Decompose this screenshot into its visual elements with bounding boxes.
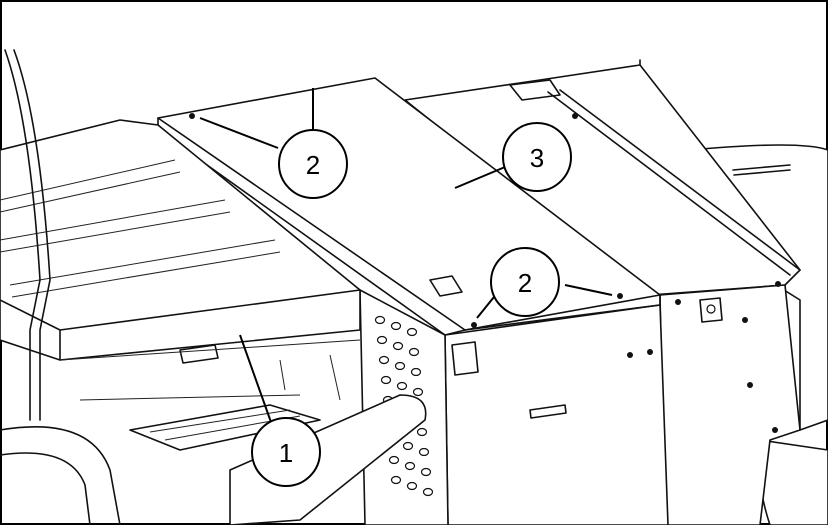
perforation-hole	[392, 341, 404, 351]
perforation-hole	[406, 481, 418, 491]
callout-2-right: 2	[490, 247, 560, 317]
rear-cover-panel	[404, 64, 801, 296]
callout-2-top: 2	[278, 129, 348, 199]
perforation-hole	[378, 355, 390, 365]
perforation-hole	[388, 455, 400, 465]
perforation-hole	[390, 321, 402, 331]
perforation-hole	[420, 467, 432, 477]
fasteners	[189, 113, 781, 433]
perforation-hole	[422, 487, 434, 497]
lower-frame	[0, 339, 427, 525]
perforation-hole	[410, 367, 422, 377]
left-platform	[0, 119, 361, 364]
perforation-hole	[390, 475, 402, 485]
perforation-hole	[380, 375, 392, 385]
perforation-hole	[396, 381, 408, 391]
perforation-hole	[416, 427, 428, 437]
callout-1: 1	[251, 417, 321, 487]
perforation-hole	[418, 447, 430, 457]
perforation-hole	[404, 461, 416, 471]
perforation-hole	[406, 327, 418, 337]
front-side-panel	[444, 304, 669, 525]
callout-3-label: 3	[530, 143, 544, 173]
perforation-hole	[408, 347, 420, 357]
perforation-hole	[412, 387, 424, 397]
perforation-hole	[374, 315, 386, 325]
callout-1-label: 1	[279, 438, 293, 468]
callout-2-top-label: 2	[306, 150, 320, 180]
callout-2-right-label: 2	[518, 268, 532, 298]
perforation-hole	[394, 361, 406, 371]
handrail	[4, 49, 51, 421]
right-side-panel	[659, 284, 801, 525]
perforation-hole	[402, 441, 414, 451]
perforation-hole	[376, 335, 388, 345]
callout-3: 3	[502, 122, 572, 192]
